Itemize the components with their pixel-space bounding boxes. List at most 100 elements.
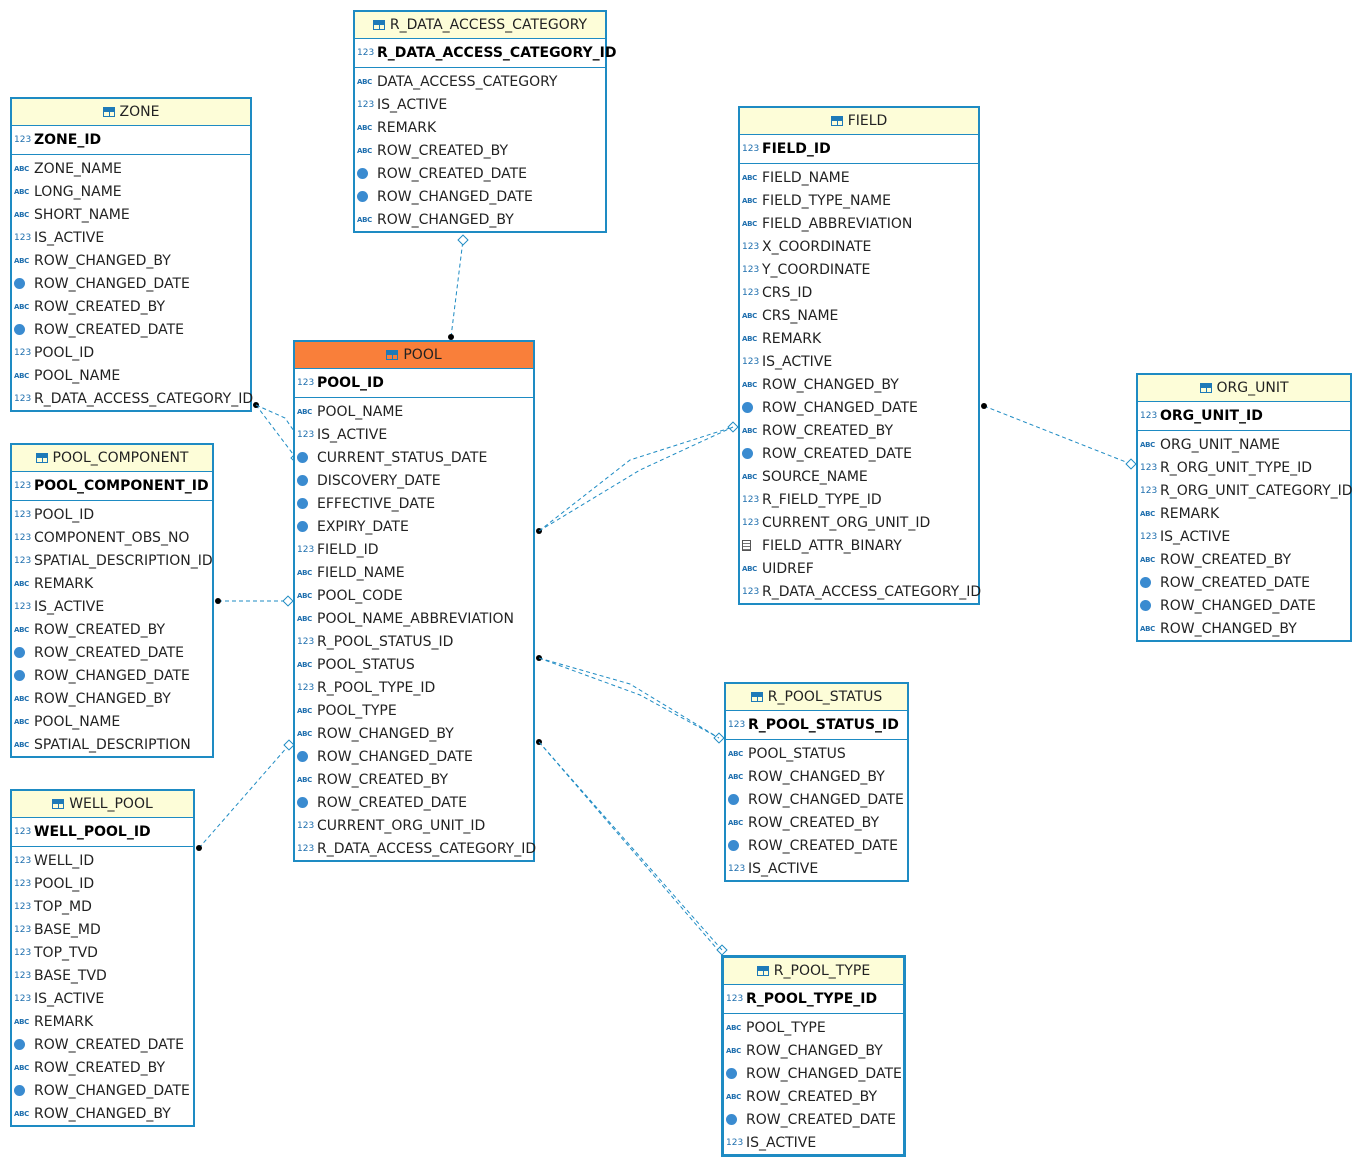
entity-header[interactable]: POOL bbox=[295, 342, 533, 369]
column-row[interactable]: EXPIRY_DATE bbox=[295, 515, 533, 538]
column-row[interactable]: ROW_CREATED_DATE bbox=[740, 442, 978, 465]
entity-header[interactable]: FIELD bbox=[740, 108, 978, 135]
link-field-org-unit[interactable] bbox=[983, 405, 1132, 465]
column-row[interactable]: ROW_CHANGED_DATE bbox=[1138, 594, 1350, 617]
column-row[interactable]: ROW_CHANGED_DATE bbox=[12, 272, 250, 295]
column-row[interactable]: ROW_CREATED_DATE bbox=[726, 834, 907, 857]
entity-header[interactable]: ZONE bbox=[12, 99, 250, 126]
column-row[interactable]: DISCOVERY_DATE bbox=[295, 469, 533, 492]
column-row[interactable]: ROW_CHANGED_DATE bbox=[12, 664, 212, 687]
entity-header[interactable]: POOL_COMPONENT bbox=[12, 445, 212, 472]
column-row[interactable]: ROW_CREATED_DATE bbox=[12, 318, 250, 341]
column-row[interactable]: ROW_CREATED_DATE bbox=[724, 1108, 903, 1131]
link-zone-pool-b[interactable] bbox=[255, 404, 297, 435]
column-row[interactable]: ROW_CHANGED_DATE bbox=[726, 788, 907, 811]
link-pool-field-b[interactable] bbox=[538, 426, 734, 532]
link-pool-r-data-access-category[interactable] bbox=[450, 239, 464, 338]
link-pool-r-pool-type-b[interactable] bbox=[538, 741, 723, 951]
column-row[interactable]: ROW_CREATED_DATE bbox=[355, 162, 605, 185]
entity-header[interactable]: WELL_POOL bbox=[12, 791, 193, 818]
entity-header[interactable]: R_POOL_TYPE bbox=[724, 958, 903, 985]
column-row[interactable]: ROW_CREATED_DATE bbox=[1138, 571, 1350, 594]
entity-header[interactable]: R_DATA_ACCESS_CATEGORY bbox=[355, 12, 605, 39]
column-row[interactable]: ROW_CHANGED_DATE bbox=[724, 1062, 903, 1085]
column-row[interactable]: EFFECTIVE_DATE bbox=[295, 492, 533, 515]
column-row[interactable]: ROW_CHANGED_DATE bbox=[355, 185, 605, 208]
column-row[interactable]: ROW_CREATED_DATE bbox=[12, 1033, 193, 1056]
column-row[interactable]: ROW_CHANGED_DATE bbox=[12, 1079, 193, 1102]
column-row[interactable]: ROW_CHANGED_DATE bbox=[740, 396, 978, 419]
link-zone-pool-a[interactable] bbox=[255, 404, 297, 459]
entity-header[interactable]: R_POOL_STATUS bbox=[726, 684, 907, 711]
